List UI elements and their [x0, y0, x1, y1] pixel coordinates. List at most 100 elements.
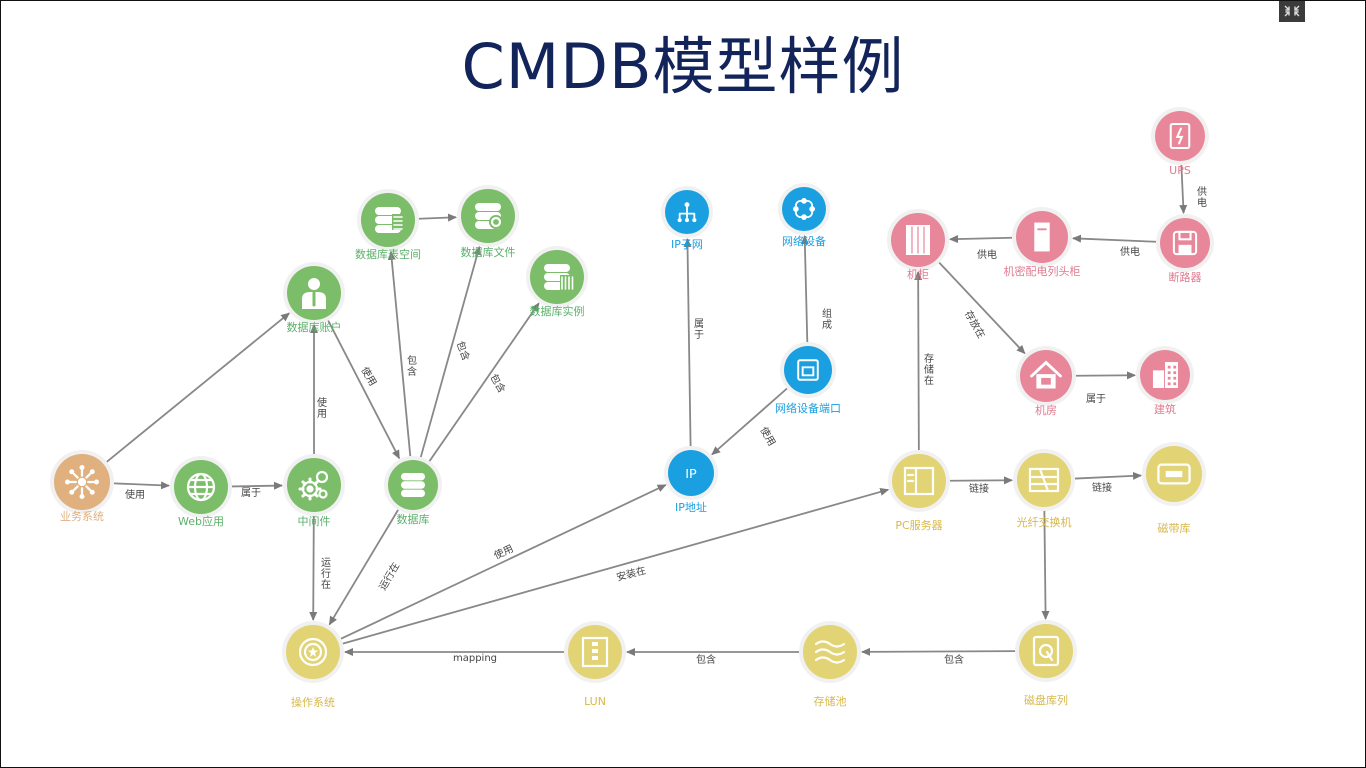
node-circle [1019, 624, 1073, 678]
edge-fc_switch-to-tape_lib: 链接 [1074, 471, 1143, 494]
edge-label: 运行在 [376, 560, 402, 592]
node-label: 机房 [1035, 403, 1057, 417]
node-db_account[interactable]: 数据库账户 [283, 262, 345, 334]
node-pdu[interactable]: 机密配电列头柜 [1004, 207, 1081, 278]
edge-database-to-db_file: 包含 [419, 245, 482, 458]
server-icon [903, 466, 935, 496]
node-label: 数据库账户 [287, 320, 342, 334]
gears-icon [298, 470, 329, 501]
edge-ip_address-to-ip_subnet: 属于 [683, 237, 704, 447]
ethernet-port-icon [797, 359, 819, 381]
svg-text:IP: IP [685, 467, 697, 482]
node-label: 数据库实例 [530, 304, 585, 318]
node-db_file[interactable]: 数据库文件 [457, 185, 519, 259]
node-web_app[interactable]: Web应用 [170, 456, 232, 528]
node-net_device[interactable]: 网络设备 [778, 183, 830, 248]
node-net_port[interactable]: 网络设备端口 [775, 342, 841, 415]
node-rack[interactable]: 机柜 [887, 209, 949, 281]
edge-database-to-db_instance: 包含 [428, 302, 540, 462]
node-db_tablespace[interactable]: 数据库表空间 [355, 189, 421, 261]
edge-line [428, 302, 540, 462]
os-icon [298, 637, 328, 667]
node-label: 机柜 [907, 267, 929, 281]
node-circle [892, 454, 946, 508]
edge-line [948, 235, 1013, 244]
node-room[interactable]: 机房 [1016, 346, 1076, 417]
network-tree-icon [677, 202, 697, 223]
edge-line [419, 245, 482, 458]
edge-label: 链接 [1092, 481, 1112, 494]
edge-label: 链接 [969, 482, 989, 495]
node-label: 存储池 [814, 694, 847, 708]
edge-label: 使用 [317, 396, 327, 420]
edge-label: 存放在 [962, 308, 988, 340]
node-ip_subnet[interactable]: IP子网 [661, 186, 713, 251]
building-icon [1152, 362, 1178, 388]
edge-label: 属于 [1086, 393, 1106, 405]
edge-net_port-to-ip_address: 使用 [711, 387, 788, 456]
edge-line [800, 234, 809, 343]
node-label: 磁带库 [1158, 522, 1191, 535]
house-icon [1030, 360, 1062, 389]
edge-label: 运行在 [321, 557, 331, 591]
power-cabinet-icon [1034, 222, 1050, 252]
exit-fullscreen-button[interactable] [1279, 0, 1305, 22]
edge-label: 存储在 [924, 352, 934, 387]
globe-refresh-icon [186, 472, 216, 502]
node-circle [668, 450, 714, 496]
edge-label: 使用 [757, 424, 778, 448]
edge-line [113, 481, 171, 490]
node-circle [1160, 218, 1210, 268]
node-label: 数据库 [397, 512, 430, 526]
node-storage_pool[interactable]: 存储池 [799, 621, 861, 708]
edge-label: 包含 [944, 653, 964, 666]
breaker-icon [1172, 230, 1198, 256]
slide-title: CMDB模型样例 [461, 30, 905, 103]
edge-room-to-building: 属于 [1075, 371, 1137, 405]
edge-db_tablespace-to-db_file [418, 213, 458, 222]
edge-database-to-os: 运行在 [328, 509, 402, 626]
node-biz_system[interactable]: 业务系统 [50, 450, 114, 523]
node-label: 磁盘库列 [1024, 693, 1068, 707]
edge-label: 组成 [822, 307, 832, 331]
user-icon [302, 278, 326, 309]
node-database[interactable]: 数据库 [384, 456, 442, 526]
node-lun[interactable]: LUN [564, 621, 626, 708]
edge-label: 供电 [1120, 245, 1140, 258]
edge-line [938, 261, 1026, 355]
node-breaker[interactable]: 断路器 [1156, 214, 1214, 284]
edge-line [309, 515, 318, 622]
node-ups[interactable]: UPS [1151, 107, 1209, 177]
database-bars-icon [544, 264, 574, 290]
node-label: 数据库表空间 [355, 247, 421, 261]
node-middleware[interactable]: 中间件 [283, 454, 345, 528]
node-pc_server[interactable]: PC服务器 [888, 450, 950, 532]
edge-line [1071, 234, 1157, 243]
node-label: 中间件 [298, 515, 331, 528]
node-tape_lib[interactable]: 磁带库 [1142, 442, 1206, 535]
node-building[interactable]: 建筑 [1136, 346, 1194, 416]
edge-line [387, 250, 412, 457]
edge-pc_server-to-fc_switch: 链接 [949, 476, 1014, 495]
edge-line [231, 481, 284, 490]
tape-icon [1157, 463, 1191, 485]
edge-label: 使用 [492, 542, 516, 562]
node-label: 光纤交换机 [1017, 515, 1072, 529]
node-db_instance[interactable]: 数据库实例 [526, 246, 588, 318]
battery-icon [1169, 122, 1191, 150]
disk-array-icon [1032, 635, 1060, 667]
node-os[interactable]: 操作系统 [282, 621, 344, 709]
node-ip_address[interactable]: IP IP地址 [664, 446, 718, 514]
node-label: IP地址 [675, 500, 707, 514]
database-gear-icon [475, 203, 503, 229]
edge-label: 供电 [977, 248, 997, 261]
edge-middleware-to-db_account: 使用 [310, 324, 327, 454]
lun-icon [581, 636, 609, 668]
node-disk_array[interactable]: 磁盘库列 [1015, 620, 1077, 707]
edge-line [1179, 164, 1188, 215]
edge-label: mapping [453, 653, 497, 664]
edge-line [860, 647, 1016, 656]
edge-line [340, 484, 667, 640]
edge-storage_pool-to-lun: 包含 [626, 648, 799, 666]
node-fc_switch[interactable]: 光纤交换机 [1013, 449, 1075, 529]
